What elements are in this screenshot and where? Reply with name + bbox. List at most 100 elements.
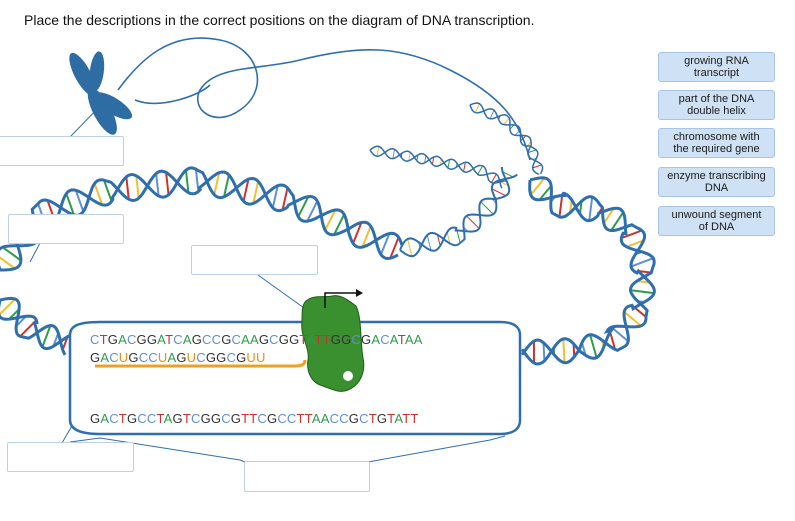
base-pair xyxy=(626,239,644,248)
base-pair xyxy=(562,338,566,363)
transcription-bubble xyxy=(68,320,522,436)
base-pair xyxy=(480,201,494,215)
base-pair xyxy=(610,326,629,342)
instruction-text: Place the descriptions in the correct po… xyxy=(24,12,535,28)
base-pair xyxy=(74,189,85,212)
base-pair xyxy=(392,149,395,159)
base-pair xyxy=(155,173,160,197)
base-pair xyxy=(0,256,16,270)
dna-backbone xyxy=(399,166,511,252)
chromatin-fiber xyxy=(117,37,531,161)
base-pair xyxy=(324,209,337,231)
dna-backbone xyxy=(369,145,503,189)
transcription-start-arrow-icon xyxy=(324,289,363,308)
drop-zone-unwound[interactable] xyxy=(244,461,370,492)
dna-backbone xyxy=(399,173,518,258)
coding-strand-sequence: CTGACGGATCAGCCGCAAGCGGTATTGGCGACATAA xyxy=(90,332,423,347)
base-pair xyxy=(184,170,190,193)
base-pair xyxy=(602,207,615,225)
base-pair xyxy=(125,176,130,200)
base-pair xyxy=(135,175,140,199)
base-pair xyxy=(558,193,564,218)
base-pair xyxy=(474,103,480,113)
label-growing-rna-transcript[interactable]: growing RNA transcript xyxy=(658,52,775,82)
template-strand-sequence: GACTGCCTAGTCGGCGTTCGCCTTAACCGCTGTATT xyxy=(90,411,419,426)
base-pair xyxy=(446,232,451,244)
base-pair xyxy=(389,236,400,259)
base-pair xyxy=(2,246,22,262)
base-pair xyxy=(477,165,484,175)
base-pair xyxy=(502,171,514,178)
bracket-line-2 xyxy=(367,435,506,463)
base-pair xyxy=(0,298,16,316)
dna-backbone xyxy=(520,176,656,365)
drop-zone-helix[interactable] xyxy=(8,214,124,244)
drop-zone-chromosome[interactable] xyxy=(0,136,124,166)
base-pair xyxy=(408,152,411,161)
base-pair xyxy=(463,162,466,172)
rna-polymerase-icon xyxy=(301,295,365,392)
base-pair xyxy=(502,117,510,125)
base-pair xyxy=(589,334,598,358)
base-pair xyxy=(538,173,541,175)
base-pair xyxy=(609,331,617,350)
base-pair xyxy=(41,325,52,348)
chromosome-icon xyxy=(69,51,133,135)
base-pair xyxy=(297,196,310,218)
base-pair xyxy=(165,172,170,195)
chromatin-fiber-2 xyxy=(134,84,211,105)
base-pair xyxy=(426,235,432,251)
base-pair xyxy=(407,238,413,257)
label-chromosome-with-required-gene[interactable]: chromosome with the required gene xyxy=(658,128,775,158)
base-pair xyxy=(361,225,372,248)
base-pair xyxy=(489,109,495,120)
base-pair xyxy=(281,187,289,211)
base-pair xyxy=(588,196,594,221)
base-pair xyxy=(630,257,654,268)
base-pair xyxy=(93,183,104,206)
leader-line-2 xyxy=(29,242,41,263)
base-pair xyxy=(527,149,537,154)
base-pair xyxy=(333,214,346,236)
base-pair xyxy=(431,156,435,165)
base-pair xyxy=(223,174,230,198)
base-pair xyxy=(213,172,221,195)
drop-zone-enzyme[interactable] xyxy=(191,245,318,275)
dna-backbone xyxy=(0,169,404,270)
base-pair xyxy=(65,193,75,216)
base-pair xyxy=(542,342,546,361)
leader-line-1 xyxy=(69,105,101,138)
bracket-line xyxy=(69,437,246,463)
base-pair xyxy=(466,215,480,229)
base-pair xyxy=(447,159,451,169)
dna-backbone xyxy=(369,147,507,184)
base-pair xyxy=(621,229,643,240)
dna-double-helix xyxy=(0,102,656,366)
base-pair xyxy=(424,155,427,163)
rna-transcript-strand xyxy=(95,359,307,368)
base-pair xyxy=(306,200,319,222)
label-enzyme-transcribing-dna[interactable]: enzyme transcribing DNA xyxy=(658,167,775,197)
label-unwound-segment-of-dna[interactable]: unwound segment of DNA xyxy=(658,206,775,236)
dna-backbone xyxy=(469,104,540,175)
base-pair xyxy=(380,233,391,255)
dna-backbone xyxy=(0,300,74,351)
base-pair xyxy=(529,177,546,196)
dna-backbone xyxy=(469,102,544,175)
base-pair xyxy=(610,211,625,232)
base-pair xyxy=(271,185,279,208)
base-pair xyxy=(242,179,250,202)
base-pair xyxy=(538,185,552,201)
base-pair xyxy=(376,146,380,157)
base-pair xyxy=(491,188,507,197)
label-part-of-dna-double-helix[interactable]: part of the DNA double helix xyxy=(658,90,775,120)
dna-backbone xyxy=(0,296,67,356)
base-pair xyxy=(252,181,260,204)
rna-transcript-sequence: GACUGCCUAGUCGGCGUU xyxy=(90,350,266,365)
base-pair xyxy=(630,289,655,295)
base-pair xyxy=(623,311,642,327)
drop-zone-rna[interactable] xyxy=(7,442,134,472)
base-pair xyxy=(490,173,497,183)
base-pair xyxy=(436,234,441,247)
